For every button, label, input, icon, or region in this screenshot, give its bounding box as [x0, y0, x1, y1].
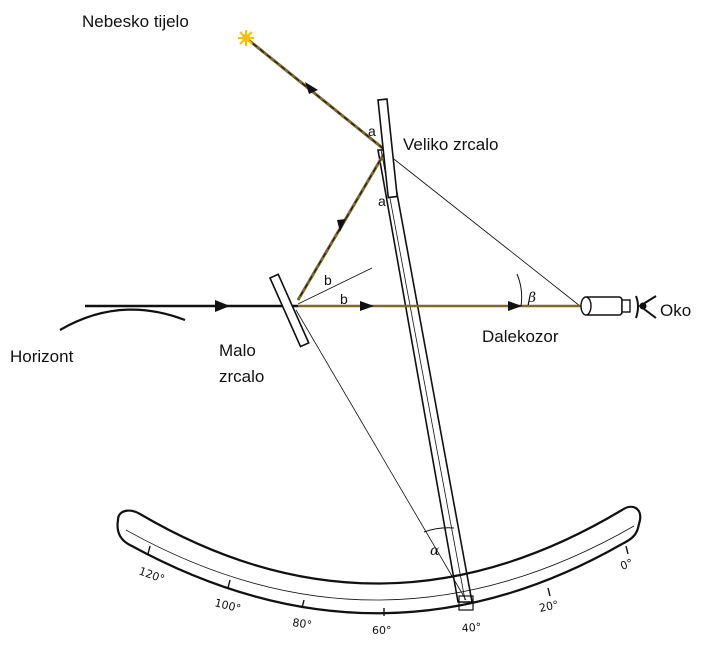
- horizon-arrow: [215, 300, 230, 312]
- label-celestial-body: Nebesko tijelo: [82, 12, 189, 31]
- label-eye: Oko: [660, 301, 691, 320]
- scale-label-100: 100°: [213, 596, 242, 615]
- label-large-mirror: Veliko zrcalo: [403, 135, 498, 154]
- scale-arc: [116, 505, 642, 615]
- angle-beta: β: [527, 290, 536, 306]
- incoming-arrow: [305, 82, 318, 94]
- index-arm-body: [377, 149, 473, 603]
- scale-arc-inner: [125, 525, 635, 601]
- large-mirror-to-telescope-line: [384, 151, 581, 307]
- large-mirror: [377, 98, 399, 199]
- sight-arrow-1: [360, 301, 374, 311]
- reflected-arrow: [337, 219, 346, 232]
- label-small-mirror-2: zrcalo: [219, 367, 264, 386]
- index-arm-centerline: [380, 149, 466, 601]
- incoming-ray: [245, 36, 386, 152]
- celestial-ray: [245, 36, 387, 301]
- label-horizon: Horizont: [10, 347, 74, 366]
- scale-arc-outline: [116, 505, 642, 615]
- scale-label-20: 20°: [538, 598, 560, 615]
- angle-a-lower: a: [378, 193, 386, 209]
- index-arm: [377, 149, 474, 611]
- scale-label-120: 120°: [137, 565, 166, 586]
- incoming-ray-dash: [245, 37, 386, 151]
- angle-a-upper: a: [368, 123, 376, 139]
- horizon-arc: [59, 308, 186, 331]
- telescope-eyepiece: [621, 299, 631, 313]
- angle-b-lower: b: [340, 291, 348, 307]
- small-mirror-normal-line: [295, 309, 467, 601]
- star-icon: [238, 30, 254, 46]
- angle-b-upper: b: [324, 272, 332, 288]
- small-mirror: [268, 273, 310, 348]
- scale-label-80: 80°: [292, 616, 313, 632]
- sight-arrow-2: [508, 301, 522, 311]
- small-mirror-bisector-line: [297, 267, 373, 305]
- scale-label-0: 0°: [619, 556, 635, 572]
- angle-alpha: α: [430, 543, 440, 559]
- label-small-mirror-1: Malo: [219, 341, 256, 360]
- scale-ticks: [147, 545, 629, 616]
- alpha-arc: [423, 527, 455, 533]
- beta-arc: [516, 273, 523, 307]
- telescope: [580, 296, 631, 316]
- line-of-sight: [85, 300, 582, 312]
- scale-label-40: 40°: [461, 621, 481, 635]
- eye-icon: [635, 295, 657, 319]
- telescope-objective: [580, 296, 592, 316]
- scale-label-60: 60°: [372, 624, 392, 637]
- construction-lines: [295, 151, 581, 601]
- label-telescope: Dalekozor: [482, 327, 559, 346]
- vernier: [458, 595, 474, 611]
